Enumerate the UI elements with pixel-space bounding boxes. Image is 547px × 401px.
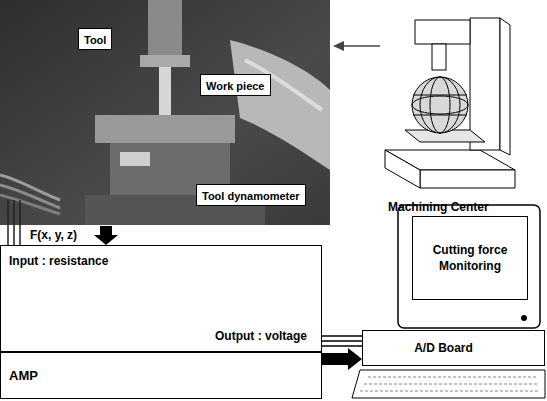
machining-center-drawing [385, 18, 515, 188]
cable-wire [322, 345, 362, 347]
node-text: AMP [9, 368, 38, 383]
keyboard [352, 370, 545, 398]
data-arrow [322, 348, 362, 370]
computer-monitor [398, 205, 540, 328]
node-text: Cutting force Monitoring [417, 242, 523, 274]
photo-label: Work piece [200, 74, 271, 96]
force-label: F(x, y, z) [30, 228, 77, 242]
node-text: Machining Center [388, 200, 489, 214]
node-text: Tool [84, 34, 106, 46]
amp-box: AMP [0, 352, 322, 399]
signal-cable [322, 336, 362, 346]
sensor-box: Input : resistanceOutput : voltage [0, 245, 322, 352]
cable-wire [322, 340, 362, 342]
pointer-arrow [333, 41, 380, 51]
force-arrow [94, 226, 118, 245]
node-text: Input : resistance [9, 254, 108, 268]
photo-label: Tool [78, 28, 112, 50]
monitor-screen: Cutting force Monitoring [412, 216, 528, 300]
node-text: Work piece [206, 80, 265, 92]
photo-label: Tool dynamometer [196, 184, 306, 206]
ad-board: A/D Board [362, 330, 545, 366]
cable-wire [322, 335, 362, 337]
block-arrow [322, 348, 362, 370]
machine-caption: Machining Center [386, 196, 491, 216]
node-text: A/D Board [414, 341, 473, 355]
node-text: Output : voltage [215, 329, 307, 343]
machining-photo [0, 0, 330, 225]
node-text: Tool dynamometer [202, 190, 300, 202]
signal-wires [8, 200, 20, 245]
